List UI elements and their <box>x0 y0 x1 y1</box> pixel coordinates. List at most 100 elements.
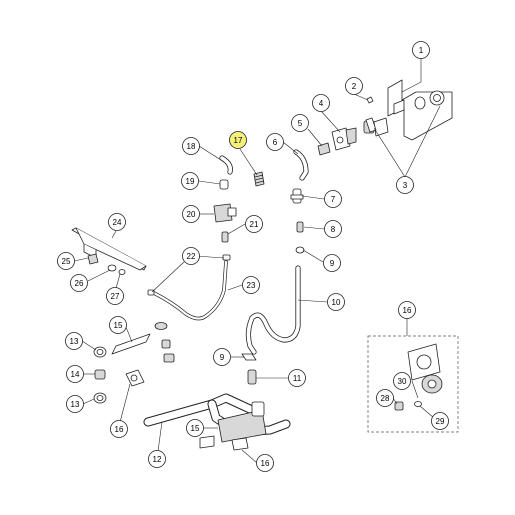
valve-body-part <box>213 203 237 223</box>
small-fitting-part <box>296 221 304 233</box>
tee-fitting-part <box>290 188 304 204</box>
thin-hose-part <box>150 260 228 321</box>
callout-27[interactable]: 27 <box>106 287 124 305</box>
elbow-part <box>219 155 233 175</box>
callout-7[interactable]: 7 <box>324 190 342 208</box>
svg-text:16: 16 <box>115 425 124 434</box>
svg-text:15: 15 <box>114 321 123 330</box>
svg-text:12: 12 <box>153 455 162 464</box>
svg-text:22: 22 <box>187 252 196 261</box>
manifold-pipe-part <box>143 393 291 451</box>
svg-text:9: 9 <box>220 353 225 362</box>
callout-19[interactable]: 19 <box>181 172 199 190</box>
callout-25[interactable]: 25 <box>57 252 75 270</box>
callout-29[interactable]: 29 <box>431 412 449 430</box>
callout-16-bottom[interactable]: 16 <box>256 454 274 472</box>
svg-text:27: 27 <box>111 292 120 301</box>
callout-10[interactable]: 10 <box>327 293 345 311</box>
svg-text:13: 13 <box>71 400 80 409</box>
svg-text:16: 16 <box>261 459 270 468</box>
callout-16-left[interactable]: 16 <box>110 420 128 438</box>
svg-text:28: 28 <box>381 394 390 403</box>
svg-text:24: 24 <box>113 218 122 227</box>
bracket-part <box>387 79 453 141</box>
callout-1[interactable]: 1 <box>412 41 430 59</box>
svg-text:13: 13 <box>70 337 79 346</box>
svg-text:25: 25 <box>62 257 71 266</box>
callout-14[interactable]: 14 <box>66 365 84 383</box>
elbow-hose-part <box>293 149 309 181</box>
svg-text:1: 1 <box>419 46 424 55</box>
fitting-part-11 <box>247 369 257 385</box>
callout-24[interactable]: 24 <box>108 213 126 231</box>
hardware-parts <box>87 253 126 275</box>
svg-text:18: 18 <box>187 142 196 151</box>
clip-part <box>241 353 257 361</box>
svg-text:19: 19 <box>186 177 195 186</box>
svg-text:30: 30 <box>398 377 407 386</box>
callout-15-lower[interactable]: 15 <box>186 419 204 437</box>
callout-2[interactable]: 2 <box>345 77 363 95</box>
fitting-part-19 <box>219 179 229 190</box>
fitting-part-3 <box>365 117 377 133</box>
callout-8[interactable]: 8 <box>324 220 342 238</box>
svg-text:29: 29 <box>436 417 445 426</box>
svg-text:8: 8 <box>331 225 336 234</box>
svg-text:7: 7 <box>331 195 336 204</box>
callout-5[interactable]: 5 <box>291 114 309 132</box>
callout-9-right[interactable]: 9 <box>323 254 341 272</box>
callout-22[interactable]: 22 <box>182 247 200 265</box>
callout-9-left[interactable]: 9 <box>213 348 231 366</box>
svg-text:10: 10 <box>332 298 341 307</box>
callout-23[interactable]: 23 <box>242 276 260 294</box>
callout-15-upper[interactable]: 15 <box>109 316 127 334</box>
svg-text:20: 20 <box>187 210 196 219</box>
callout-11[interactable]: 11 <box>288 369 306 387</box>
svg-text:21: 21 <box>250 220 259 229</box>
svg-text:9: 9 <box>330 259 335 268</box>
kit-box <box>367 335 459 433</box>
leader-lines <box>73 58 441 464</box>
svg-text:4: 4 <box>319 99 324 108</box>
coupler-part <box>125 369 145 387</box>
callouts: 1 2 3 4 5 6 7 8 9 9 10 11 12 13 13 14 15… <box>57 41 449 472</box>
hose-clamp-parts <box>93 346 107 404</box>
svg-text:5: 5 <box>298 119 303 128</box>
long-hose-part <box>245 265 301 355</box>
svg-text:11: 11 <box>293 374 302 383</box>
svg-text:26: 26 <box>75 279 84 288</box>
callout-3[interactable]: 3 <box>396 176 414 194</box>
callout-6[interactable]: 6 <box>266 133 284 151</box>
svg-text:16: 16 <box>403 306 412 315</box>
valve-block-part <box>331 127 357 151</box>
small-valve-part <box>221 231 229 243</box>
callout-13-lower[interactable]: 13 <box>66 395 84 413</box>
svg-text:15: 15 <box>191 424 200 433</box>
callout-21[interactable]: 21 <box>245 215 263 233</box>
spring-part <box>253 171 265 187</box>
cap-parts <box>154 322 175 363</box>
callout-30[interactable]: 30 <box>393 372 411 390</box>
callout-26[interactable]: 26 <box>70 274 88 292</box>
svg-text:17: 17 <box>234 136 243 145</box>
callout-16-kit[interactable]: 16 <box>398 301 416 319</box>
callout-13-upper[interactable]: 13 <box>65 332 83 350</box>
svg-text:6: 6 <box>273 138 278 147</box>
callout-20[interactable]: 20 <box>182 205 200 223</box>
screw-part <box>366 96 374 104</box>
callout-12[interactable]: 12 <box>148 450 166 468</box>
callout-18[interactable]: 18 <box>182 137 200 155</box>
clamp-part <box>295 246 305 254</box>
svg-text:2: 2 <box>352 82 357 91</box>
gasket-part <box>111 333 151 355</box>
callout-17[interactable]: 17 <box>229 131 247 149</box>
kit-parts <box>394 343 443 411</box>
rod-bracket-part <box>71 227 147 271</box>
callout-28[interactable]: 28 <box>376 389 394 407</box>
svg-text:3: 3 <box>403 181 408 190</box>
cap-part <box>317 142 331 156</box>
svg-text:14: 14 <box>71 370 80 379</box>
callout-4[interactable]: 4 <box>312 94 330 112</box>
svg-text:23: 23 <box>247 281 256 290</box>
